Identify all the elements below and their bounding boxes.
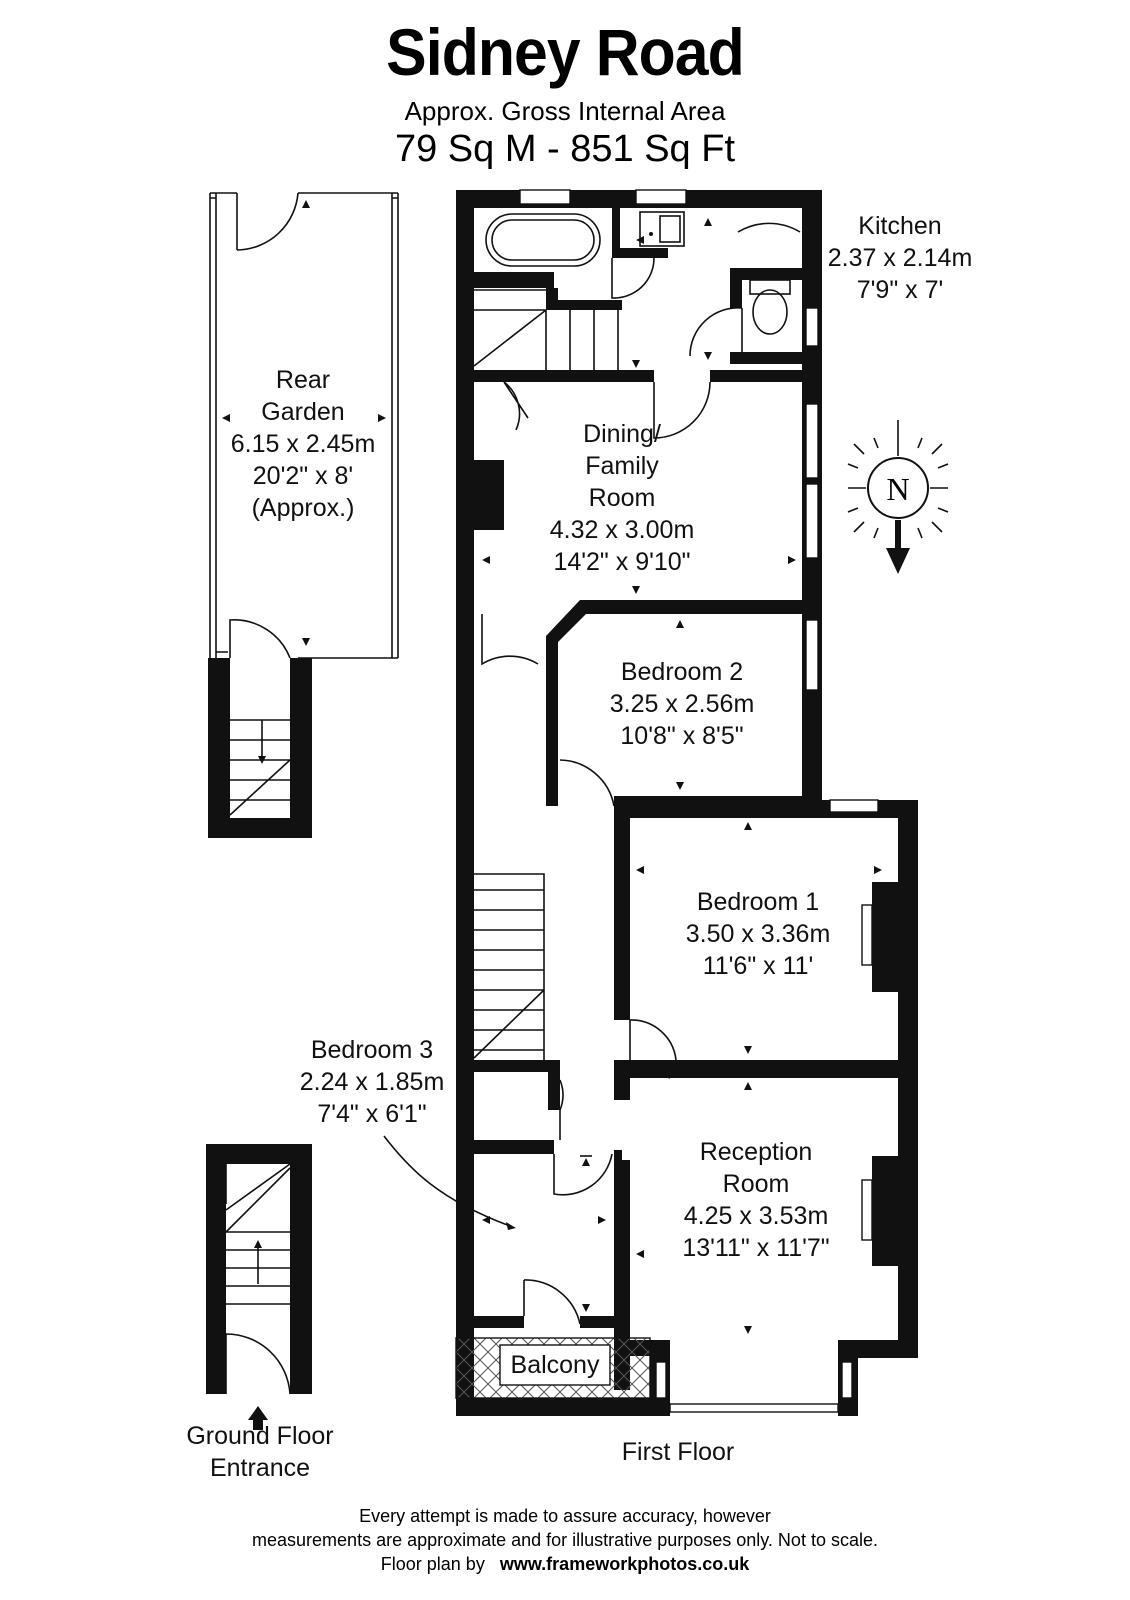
kitchen-name: Kitchen [858,212,941,240]
dimension-arrows [383,218,882,1334]
balcony-label: Balcony [511,1351,600,1379]
disclaimer-line-2: measurements are approximate and for ill… [252,1530,878,1550]
reception-name-1: Reception [700,1138,813,1166]
credit-prefix: Floor plan by [380,1554,485,1574]
dimension-arrow [378,414,386,422]
doors [481,222,801,1325]
stairs [473,289,619,1060]
dining-name-1: Dining/ [583,420,661,448]
dimension-arrow [302,638,310,646]
dining-metric: 4.32 x 3.00m [550,516,695,544]
dining-name-3: Room [589,484,656,512]
bedroom-1-name: Bedroom 1 [697,888,819,916]
bedroom-2-name: Bedroom 2 [621,658,743,686]
garden-imperial: 20'2" x 8' [253,462,353,490]
plan-title: Sidney Road [386,15,745,89]
compass-letter: N [886,471,909,507]
ground-floor-label-1: Ground Floor [186,1422,333,1450]
ground-floor-entrance [206,1144,312,1430]
credit-line: Floor plan by www.frameworkphotos.co.uk [0,1554,1130,1575]
kitchen-imperial: 7'9" x 7' [857,276,944,304]
garden-name-2: Garden [261,398,344,426]
dimension-arrow [302,200,310,208]
garden-note: (Approx.) [252,494,355,522]
dimension-arrow [222,414,230,422]
gross-area: 79 Sq M - 851 Sq Ft [394,128,736,170]
ground-floor-label-2: Entrance [210,1454,310,1482]
bedroom-1-imperial: 11'6" x 11' [703,952,814,980]
first-floor-label: First Floor [622,1438,735,1466]
bedroom-3-metric: 2.24 x 1.85m [300,1068,445,1096]
area-subtitle: Approx. Gross Internal Area [404,96,726,126]
garden-name-1: Rear [276,366,330,394]
reception-imperial: 13'11" x 11'7" [682,1234,829,1262]
kitchen-metric: 2.37 x 2.14m [828,244,973,272]
rear-garden [208,192,399,838]
bedroom-3-name: Bedroom 3 [311,1036,433,1064]
dining-imperial: 14'2" x 9'10" [553,548,690,576]
bedroom-2-imperial: 10'8" x 8'5" [620,722,743,750]
garden-metric: 6.15 x 2.45m [231,430,376,458]
compass-icon: N [847,420,949,574]
bedroom-2-metric: 3.25 x 2.56m [610,690,755,718]
balcony [455,1337,651,1399]
credit-site-link[interactable]: www.frameworkphotos.co.uk [499,1554,750,1574]
windows [519,189,879,1413]
entrance-arrow-icon [248,1406,268,1430]
fixtures [485,211,791,335]
disclaimer-line-1: Every attempt is made to assure accuracy… [359,1506,771,1526]
bedroom-1-metric: 3.50 x 3.36m [686,920,831,948]
bedroom-3-imperial: 7'4" x 6'1" [317,1100,426,1128]
reception-name-2: Room [723,1170,790,1198]
reception-metric: 4.25 x 3.53m [684,1202,829,1230]
dining-name-2: Family [585,452,659,480]
